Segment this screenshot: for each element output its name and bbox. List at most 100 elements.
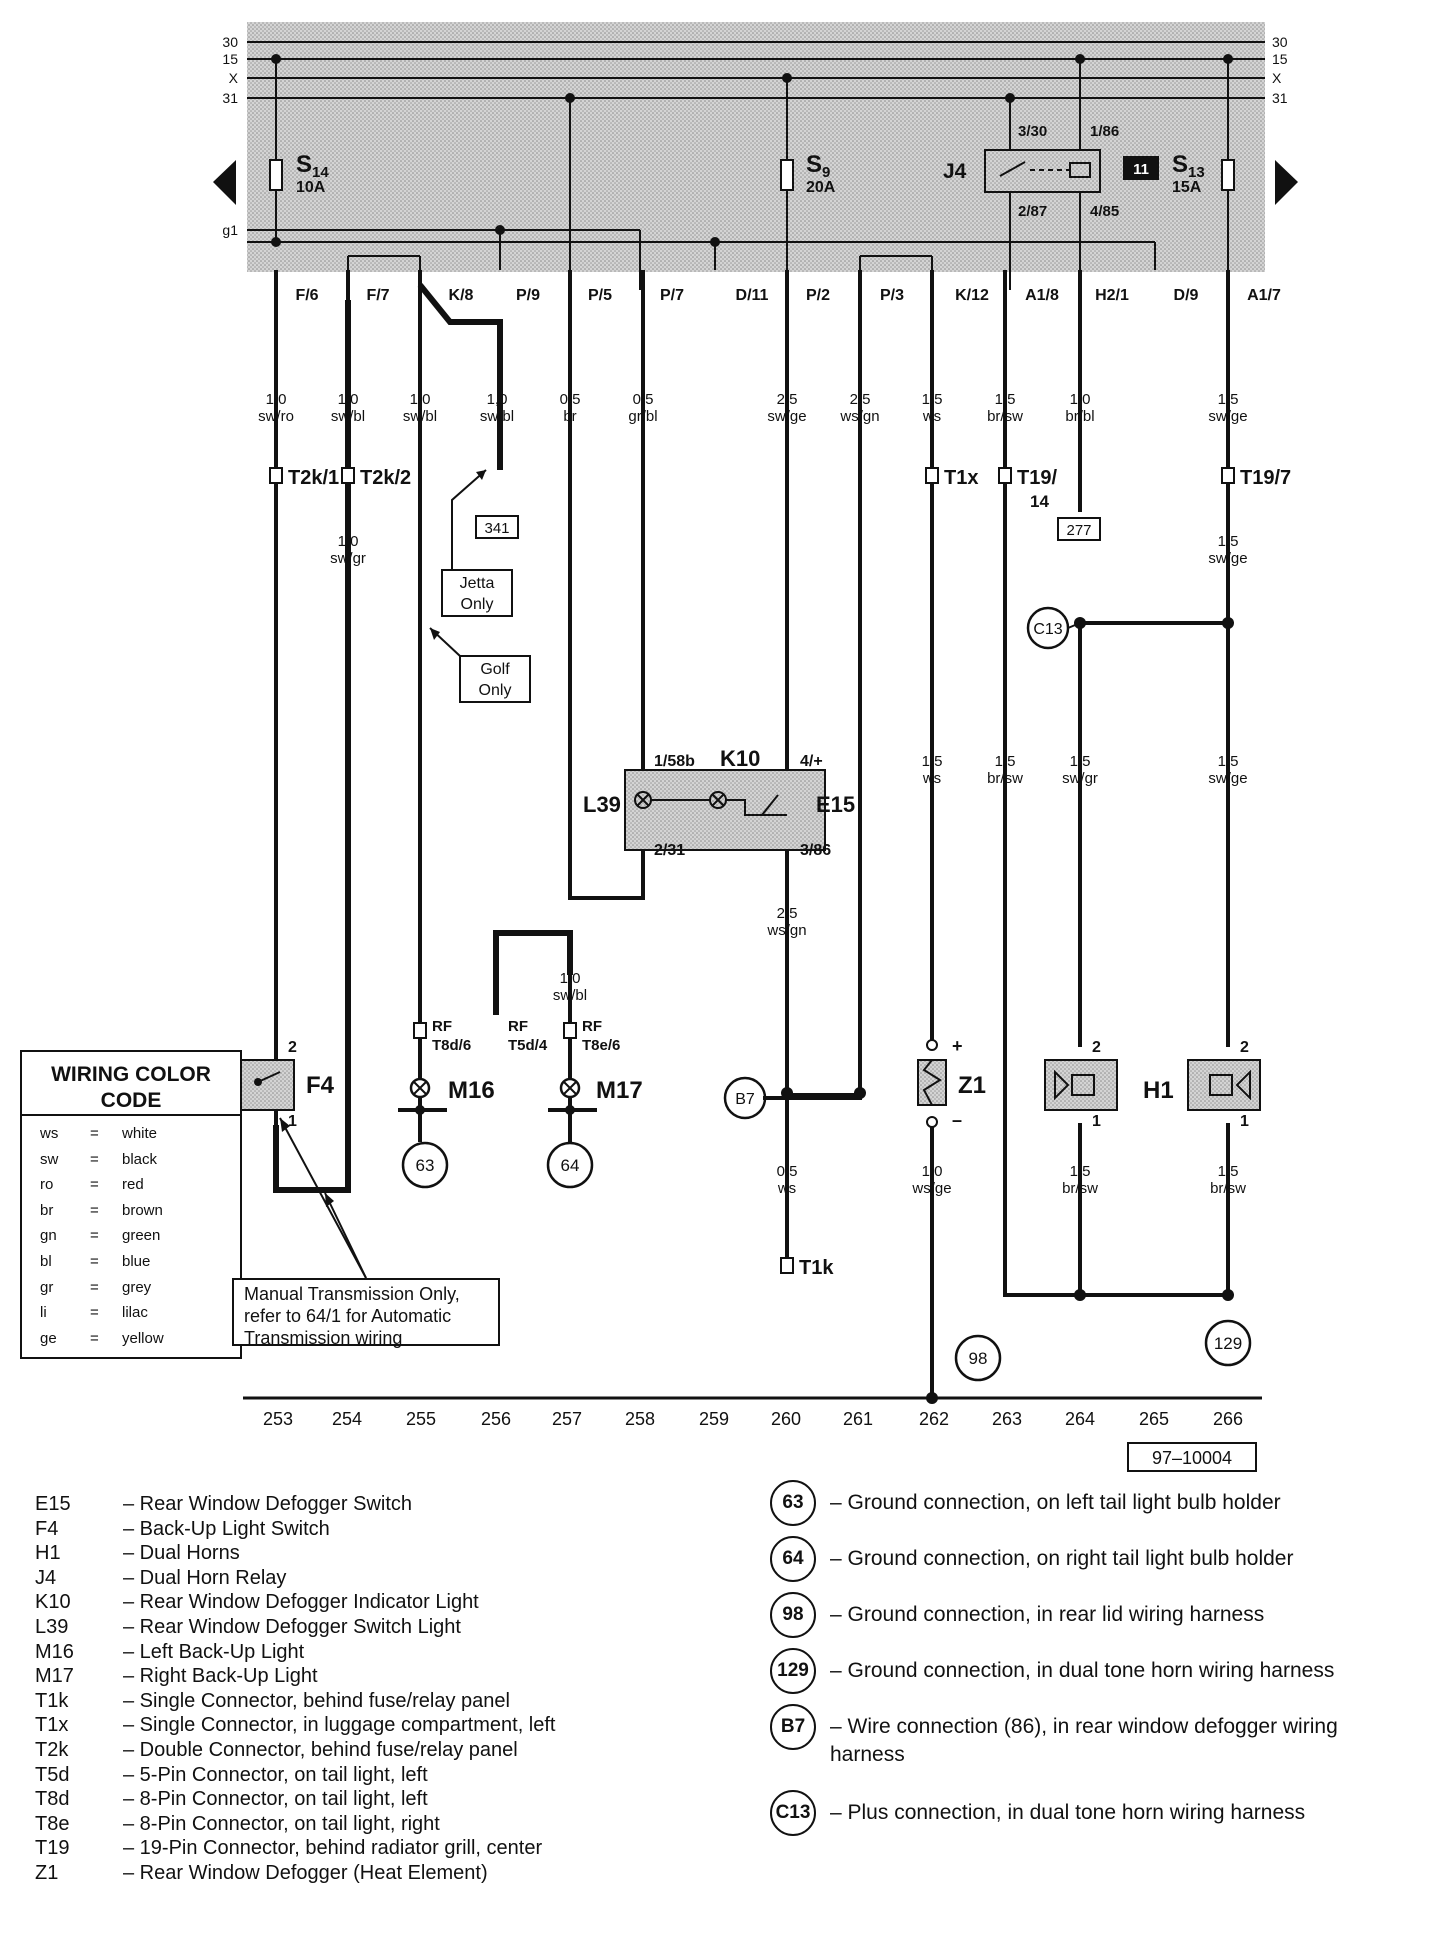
k10-pin-4: 4/+ [800,753,823,770]
terminal-label: F/7 [366,287,389,304]
terminal-label: D/11 [736,287,769,304]
bus-label-31-right: 31 [1272,90,1288,106]
bus-label-30-right: 30 [1272,34,1288,50]
wire-size: 1,5 [1218,391,1239,408]
wire-size: 0,5 [633,391,654,408]
ground-legend-item: C13– Plus connection, in dual tone horn … [770,1790,1420,1836]
m17-label: M17 [596,1077,643,1104]
terminal-label: K/12 [955,287,989,304]
legend-code: T5d [35,1763,70,1786]
color-abbr: li [40,1304,47,1322]
ground-id-circle: 63 [770,1480,816,1526]
reference-box-341 [475,515,519,539]
jetta-only-line1: Jetta [460,575,495,592]
fuse-s13-rating: 15A [1172,179,1202,196]
legend-desc: – Rear Window Defogger Switch Light [123,1616,461,1638]
legend-item: T1x– Single Connector, in luggage compar… [35,1713,555,1738]
wire-color: sw/bl [553,987,587,1004]
color-code-row: gn=green [22,1223,240,1249]
connectors: T2k/1 T2k/2 T1x T19/ 14 T19/7 RF T8d/6 R… [269,467,1291,1279]
wire-size: 1,0 [410,391,431,408]
legend-desc: – Right Back-Up Light [123,1665,318,1688]
connector-rf: RF [508,1018,528,1035]
legend-desc: – Rear Window Defogger (Heat Element) [123,1862,488,1884]
wire-size: 0,5 [560,391,581,408]
terminal-label: P/7 [660,287,684,304]
legend-item: E15– Rear Window Defogger Switch [35,1492,412,1517]
ground-desc: – Ground connection, in dual tone horn w… [830,1659,1335,1682]
wire-color: sw/bl [480,408,514,425]
legend-code: H1 [35,1542,61,1565]
ground-desc: – Wire connection (86), in rear window d… [830,1715,1338,1766]
wire-size: 1,0 [487,391,508,408]
wire-color: gr/bl [628,408,657,425]
legend-item: T1k– Single Connector, behind fuse/relay… [35,1689,510,1714]
legend-code: T8e [35,1812,70,1835]
ground-desc: – Ground connection, on left tail light … [830,1491,1281,1514]
jetta-only-box [441,569,513,617]
terminal-label: K/8 [449,287,474,304]
color-abbr: bl [40,1252,52,1270]
color-code-title-line1: WIRING COLOR [51,1063,211,1086]
wire-size: 2,5 [777,905,798,922]
legend-item: M16– Left Back-Up Light [35,1640,304,1665]
defogger-heater-z1 [917,1059,947,1106]
track-number: 263 [992,1409,1022,1429]
wire-size: 1,5 [995,391,1016,408]
marker-63-label: 63 [416,1156,435,1175]
bus-label-31: 31 [222,90,238,106]
wire-size: 2,5 [777,391,798,408]
color-name: yellow [122,1329,164,1347]
f4-pin-1: 1 [288,1113,297,1130]
legend-code: M16 [35,1640,74,1663]
fuse-s13-symbol [1221,159,1235,191]
ground-legend-item: 64– Ground connection, on right tail lig… [770,1536,1420,1582]
track-number: 258 [625,1409,655,1429]
legend-item: T8e – 8-Pin Connector, on tail light, rig… [35,1812,440,1837]
wire-size: 0,5 [777,1163,798,1180]
wire-color: ws [922,770,941,787]
golf-only-line2: Only [479,682,512,699]
color-abbr: gn [40,1227,57,1245]
connector-t19-14-pin: 14 [1030,492,1049,511]
h1-right-pin-1: 1 [1240,1113,1249,1130]
track-number: 256 [481,1409,511,1429]
terminal-label: H2/1 [1095,287,1129,304]
legend-code: T2k [35,1739,69,1761]
z1-pin-minus: – [952,1110,962,1130]
color-name: white [122,1125,158,1142]
color-code-row: gr=grey [22,1275,240,1301]
track-number: 253 [263,1409,293,1429]
color-eq: = [90,1227,99,1245]
color-code-title-line2: CODE [100,1089,162,1112]
legend-item: T8d– 8-Pin Connector, on tail light, lef… [35,1787,428,1812]
relay-j4-name: J4 [943,160,967,183]
connector-t5d4: T5d/4 [508,1037,548,1054]
wire-size: 1,0 [266,391,287,408]
wire-color: ws/ge [911,1180,951,1197]
terminal-label: P/9 [516,287,540,304]
legend-desc: – 8-Pin Connector, on tail light, right [123,1812,440,1835]
color-eq: = [90,1278,99,1296]
wire-color: ws [777,1180,796,1197]
track-number: 264 [1065,1409,1095,1429]
relay-j4-box [984,149,1101,193]
bus-labels-left: 30 15 X 31 g1 [222,34,238,238]
fuse-s14-symbol [269,159,283,191]
wire-size: 1,5 [1218,533,1239,550]
terminal-label: P/5 [588,287,612,304]
terminal-label: D/9 [1174,287,1199,304]
marker-129-label: 129 [1214,1334,1242,1353]
e15-label: E15 [816,792,855,817]
wire-size: 1,0 [338,533,359,550]
wire-size: 1,5 [995,753,1016,770]
wire-color: ws/gn [839,408,879,425]
wires [273,270,1234,1400]
legend-item: K10– Rear Window Defogger Indicator Ligh… [35,1590,479,1615]
color-abbr: ro [40,1176,54,1194]
color-code-row: ge=yellow [22,1326,240,1352]
relay-j4-pin-4-85: 4/85 [1090,203,1119,220]
legend-desc: – Double Connector, behind fuse/relay pa… [123,1739,518,1761]
wiring-color-code: WIRING COLOR CODE ws=white sw=black ro=r… [20,1050,242,1359]
